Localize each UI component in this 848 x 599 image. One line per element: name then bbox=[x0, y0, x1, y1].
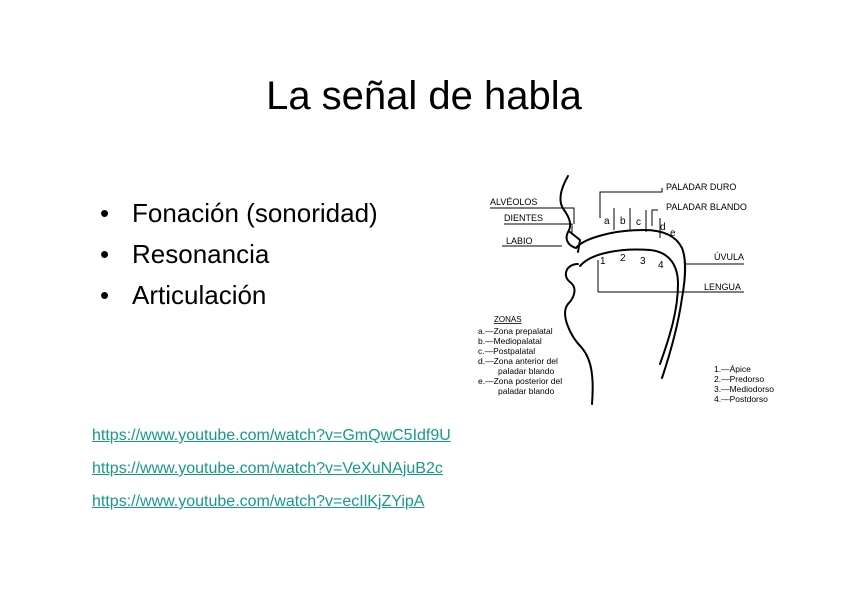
leader-lengua bbox=[597, 260, 744, 293]
bullet-text: Articulación bbox=[132, 280, 267, 310]
zone-letter: a bbox=[604, 216, 610, 227]
tongue-part: 3.—Mediodorso bbox=[714, 384, 774, 394]
face-profile bbox=[559, 175, 577, 249]
youtube-link[interactable]: https://www.youtube.com/watch?v=VeXuNAju… bbox=[92, 460, 443, 477]
bullet-dot: • bbox=[100, 280, 110, 310]
zone-letter: c bbox=[636, 217, 641, 228]
jaw-outline bbox=[564, 263, 594, 405]
tongue-number: 4 bbox=[658, 260, 664, 271]
tongue-part: 4.—Postdorso bbox=[714, 394, 768, 404]
label-paladar-duro: PALADAR DURO bbox=[666, 182, 736, 192]
zonas-line: e.—Zona posterior del bbox=[478, 376, 562, 386]
tongue-number: 2 bbox=[620, 253, 626, 264]
zonas-line: c.—Postpalatal bbox=[478, 346, 535, 356]
zone-letter: d bbox=[660, 222, 666, 233]
label-uvula: ÚVULA bbox=[714, 252, 744, 262]
zonas-line: b.—Mediopalatal bbox=[478, 336, 542, 346]
bullet-dot: • bbox=[100, 198, 110, 228]
palate-outline bbox=[575, 229, 686, 379]
leader-alveolos bbox=[490, 207, 575, 224]
bullet-text: Fonación (sonoridad) bbox=[132, 198, 378, 228]
tongue-outline bbox=[579, 248, 679, 365]
zonas-line: paladar blando bbox=[498, 366, 555, 376]
tongue-part: 1.—Ápice bbox=[714, 364, 751, 374]
bullet-text: Resonancia bbox=[132, 239, 270, 269]
zonas-line: paladar blando bbox=[498, 386, 555, 396]
link-list: https://www.youtube.com/watch?v=GmQwC5Id… bbox=[92, 426, 451, 525]
upper-teeth bbox=[569, 231, 581, 253]
bullet-list: • Fonación (sonoridad) • Resonancia • Artic… bbox=[100, 193, 378, 316]
tongue-number: 3 bbox=[640, 256, 646, 267]
tongue-parts-legend: 1.—Ápice 2.—Predorso 3.—Mediodorso 4.—Po… bbox=[714, 364, 774, 404]
bullet-dot: • bbox=[100, 239, 110, 269]
bullet-item: • Articulación bbox=[100, 275, 378, 316]
articulation-diagram: PALADAR DURO PALADAR BLANDO ALVÉOLOS DIE… bbox=[478, 175, 774, 405]
bullet-item: • Resonancia bbox=[100, 234, 378, 275]
label-labio: LABIO bbox=[506, 236, 533, 246]
label-lengua: LENGUA bbox=[704, 282, 741, 292]
leader-paladar-blando bbox=[651, 209, 658, 226]
youtube-link[interactable]: https://www.youtube.com/watch?v=GmQwC5Id… bbox=[92, 427, 451, 444]
zone-ticks bbox=[613, 208, 661, 238]
slide-title: La señal de habla bbox=[266, 74, 582, 118]
zonas-line: a.—Zona prepalatal bbox=[478, 326, 553, 336]
zonas-heading: ZONAS bbox=[494, 315, 522, 324]
label-alveolos: ALVÉOLOS bbox=[490, 197, 537, 207]
bullet-item: • Fonación (sonoridad) bbox=[100, 193, 378, 234]
leader-paladar-duro bbox=[599, 188, 663, 218]
label-dientes: DIENTES bbox=[504, 213, 543, 223]
leader-dientes bbox=[504, 223, 573, 234]
youtube-link[interactable]: https://www.youtube.com/watch?v=ecIlKjZY… bbox=[92, 493, 425, 510]
zonas-line: d.—Zona anterior del bbox=[478, 356, 558, 366]
tongue-part: 2.—Predorso bbox=[714, 374, 764, 384]
tongue-number: 1 bbox=[600, 256, 606, 267]
zonas-legend: a.—Zona prepalatal b.—Mediopalatal c.—Po… bbox=[478, 326, 562, 396]
label-paladar-blando: PALADAR BLANDO bbox=[666, 202, 747, 212]
zone-letter: e bbox=[670, 228, 676, 239]
zone-letter: b bbox=[620, 216, 626, 227]
